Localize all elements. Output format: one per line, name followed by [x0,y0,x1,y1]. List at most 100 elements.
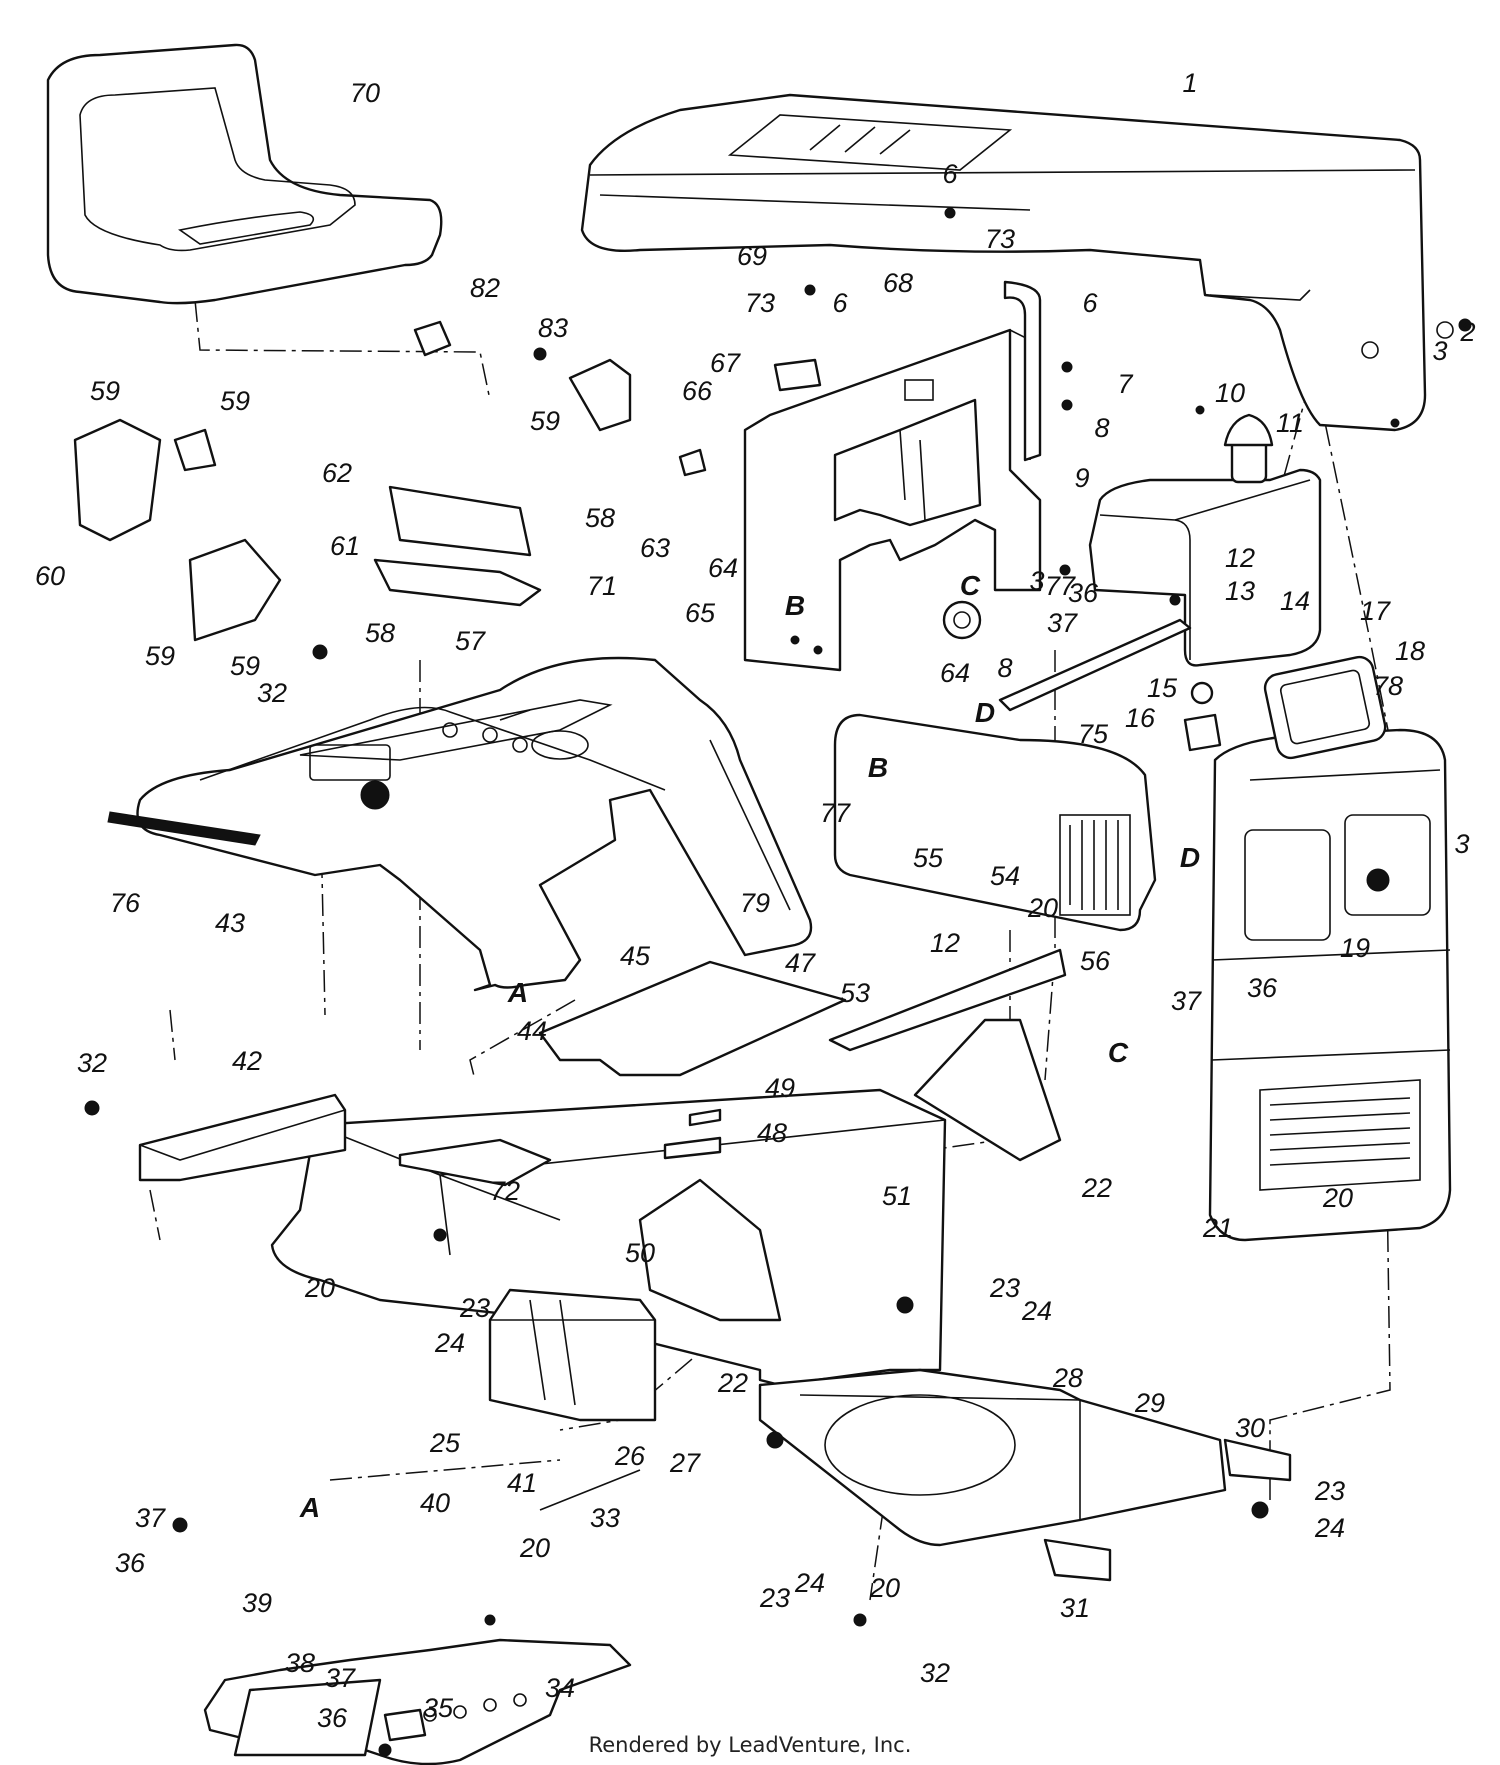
foam-strip [1003,280,1042,462]
callout-57: 57 [455,626,486,656]
callout-65: 65 [685,598,716,628]
callout-36: 36 [115,1548,146,1578]
callout-23: 23 [459,1293,490,1323]
callout-75: 75 [1078,719,1109,749]
callout-73: 73 [745,288,775,318]
callout-35: 35 [423,1693,454,1723]
callout-3: 3 [1432,336,1447,366]
callout-36: 36 [1068,578,1099,608]
fender [107,656,813,992]
callout-53: 53 [840,978,870,1008]
callout-63: 63 [640,533,670,563]
callout-78: 78 [1373,671,1403,701]
callout-59: 59 [230,651,260,681]
hood [580,93,1427,432]
callout-20: 20 [869,1573,900,1603]
callout-59: 59 [145,641,175,671]
callout-71: 71 [587,571,617,601]
tank-strap [998,618,1192,712]
callout-37: 37 [1047,608,1078,638]
callout-44: 44 [517,1016,547,1046]
callout-3: 3 [1454,829,1469,859]
callout-37: 37 [135,1503,166,1533]
callout-60: 60 [35,561,65,591]
callout-64: 64 [940,658,970,688]
callout-37: 37 [1171,986,1202,1016]
fuel-tank [1088,413,1322,667]
seat [46,43,443,305]
callout-31: 31 [1060,1593,1090,1623]
callout-66: 66 [682,376,713,406]
callout-67: 67 [710,348,741,378]
callout-19: 19 [1340,933,1370,963]
callout-23: 23 [759,1583,790,1613]
callout-83: 83 [538,313,568,343]
callout-6: 6 [942,159,958,189]
ref-d-grille: D [1180,842,1200,873]
callout-36: 36 [1247,973,1278,1003]
ref-a-fender: A [507,977,528,1008]
callout-72: 72 [490,1176,520,1206]
callout-47: 47 [785,948,816,978]
small-parts [73,207,1472,1757]
callout-69: 69 [737,241,767,271]
callout-50: 50 [625,1238,655,1268]
callout-40: 40 [420,1488,450,1518]
callout-32: 32 [77,1048,107,1078]
callout-29: 29 [1134,1388,1165,1418]
callout-23: 23 [1314,1476,1345,1506]
callout-24: 24 [434,1328,465,1358]
callout-24: 24 [1021,1296,1052,1326]
callout-38: 38 [285,1648,315,1678]
callout-14: 14 [1280,586,1310,616]
callout-22: 22 [717,1368,748,1398]
ref-d-strap: D [975,697,995,728]
callout-8: 8 [1094,413,1109,443]
callout-8: 8 [997,653,1012,683]
footer-credit: Rendered by LeadVenture, Inc. [588,1733,912,1757]
callout-45: 45 [620,941,651,971]
callout-36: 36 [317,1703,348,1733]
callout-1: 1 [1182,68,1197,98]
callout-77: 77 [820,798,851,828]
ref-c-grille: C [1108,1037,1129,1068]
callout-18: 18 [1395,636,1425,666]
callout-27: 27 [669,1448,701,1478]
callout-49: 49 [765,1073,795,1103]
callout-32: 32 [257,678,287,708]
callout-15: 15 [1147,673,1178,703]
callout-37: 37 [325,1663,356,1693]
callout-48: 48 [757,1118,787,1148]
battery [488,1288,657,1422]
callout-64: 64 [708,553,738,583]
callout-42: 42 [232,1046,262,1076]
callout-12: 12 [1225,543,1255,573]
callout-39: 39 [242,1588,272,1618]
callout-13: 13 [1225,576,1255,606]
callout-10: 10 [1215,378,1245,408]
callout-6: 6 [1082,288,1098,318]
callout-34: 34 [545,1673,575,1703]
callout-21: 21 [1202,1213,1233,1243]
callout-22: 22 [1081,1173,1112,1203]
callout-56: 56 [1080,946,1111,976]
ref-c-dash: C [960,570,981,601]
ref-b-side: B [868,752,888,783]
callout-24: 24 [794,1568,825,1598]
callout-59: 59 [220,386,250,416]
callout-12: 12 [930,928,960,958]
ref-b-dash: B [785,590,805,621]
callout-3: 3 [1029,566,1044,596]
callout-7: 7 [1117,369,1133,399]
callout-20: 20 [1322,1183,1353,1213]
callout-70: 70 [350,78,380,108]
callout-59: 59 [530,406,560,436]
callout-58: 58 [585,503,615,533]
callout-20: 20 [519,1533,550,1563]
callout-76: 76 [110,888,141,918]
floor-pan [203,1638,632,1765]
dash-panel [743,328,1042,672]
callout-82: 82 [470,273,500,303]
callout-17: 17 [1360,596,1391,626]
